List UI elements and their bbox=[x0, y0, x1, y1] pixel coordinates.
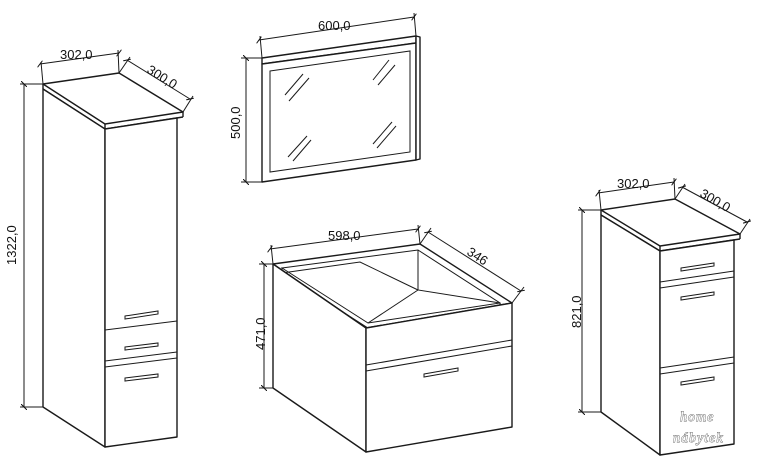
drawer-handle bbox=[680, 376, 715, 386]
drawer-cabinet-width-label: 302,0 bbox=[617, 176, 650, 191]
mirror-glare bbox=[284, 73, 304, 96]
watermark-line1: home bbox=[680, 410, 714, 425]
drawer-cabinet-height-label: 821,0 bbox=[569, 295, 584, 328]
door-handle bbox=[124, 310, 159, 320]
drawer-handle bbox=[680, 262, 715, 272]
drawer-cabinet: 302,0 300,0 821,0 bbox=[569, 176, 750, 456]
drawer-handle bbox=[423, 367, 459, 378]
home-nabytek-watermark: home nábytek bbox=[673, 410, 724, 447]
tall-cabinet-height-label: 1322,0 bbox=[4, 225, 19, 265]
mirror: 600,0 500,0 bbox=[228, 12, 421, 182]
mirror-width-label: 600,0 bbox=[318, 18, 351, 33]
mirror-glare bbox=[372, 59, 390, 81]
watermark-line2: nábytek bbox=[673, 431, 724, 446]
drawer-handle bbox=[124, 342, 159, 351]
tall-cabinet: 302,0 300,0 1322,0 bbox=[4, 47, 193, 448]
drawer-cabinet-depth-label: 300,0 bbox=[698, 186, 734, 215]
mirror-glare bbox=[372, 121, 393, 145]
door-handle bbox=[124, 373, 159, 382]
tall-cabinet-width-label: 302,0 bbox=[60, 47, 93, 62]
sink-cabinet-depth-label: 346 bbox=[464, 244, 490, 268]
sink-cabinet: 598,0 346 471,0 bbox=[253, 224, 524, 453]
drawer-handle bbox=[680, 291, 715, 301]
sink-cabinet-height-label: 471,0 bbox=[253, 317, 268, 350]
tall-cabinet-depth-label: 300,0 bbox=[144, 62, 180, 92]
sink-cabinet-width-label: 598,0 bbox=[328, 228, 361, 243]
mirror-height-label: 500,0 bbox=[228, 106, 243, 139]
mirror-glare bbox=[287, 135, 308, 158]
